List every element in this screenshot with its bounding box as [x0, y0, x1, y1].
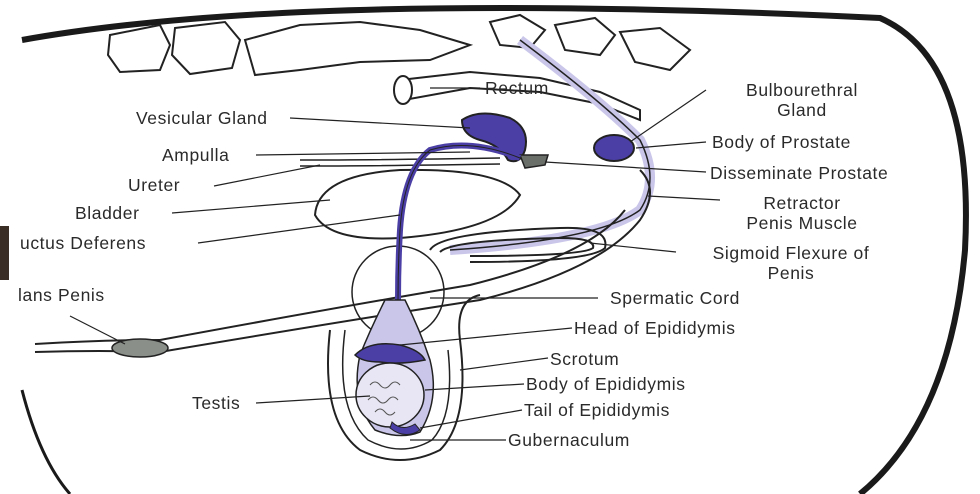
label-retractor-penis-muscle: Retractor Penis Muscle [722, 193, 882, 233]
oval-frame-left [20, 389, 72, 494]
label-bladder: Bladder [75, 203, 140, 223]
label-sigmoid-line1: Sigmoid Flexure of [712, 243, 870, 263]
oval-frame [21, 4, 969, 494]
label-tail-of-epididymis: Tail of Epididymis [524, 400, 670, 420]
prostate [518, 154, 550, 169]
label-retractor-line1: Retractor [763, 193, 841, 213]
label-glans-penis: lans Penis [18, 285, 105, 305]
label-vesicular-gland: Vesicular Gland [136, 108, 268, 128]
glans-penis [111, 338, 169, 358]
label-body-of-prostate: Body of Prostate [712, 132, 851, 152]
testis [355, 362, 425, 428]
testis-texture [367, 381, 401, 416]
vertebrae [106, 13, 692, 77]
label-ampulla: Ampulla [162, 145, 230, 165]
sigmoid-flexure [429, 226, 607, 263]
label-body-of-epididymis: Body of Epididymis [526, 374, 686, 394]
label-spermatic-cord: Spermatic Cord [610, 288, 740, 308]
label-ureter: Ureter [128, 175, 181, 195]
bladder [313, 168, 522, 240]
label-sigmoid-line2: Penis [767, 263, 815, 283]
label-sigmoid-flexure: Sigmoid Flexure of Penis [682, 243, 900, 283]
ureter [299, 157, 501, 167]
label-disseminate-prostate: Disseminate Prostate [710, 163, 889, 183]
label-gubernaculum: Gubernaculum [508, 430, 630, 450]
label-bulbourethral-gland: Bulbourethral Gland [722, 80, 882, 120]
rectum [393, 70, 641, 122]
label-ductus-deferens: uctus Deferens [20, 233, 147, 253]
label-head-of-epididymis: Head of Epididymis [574, 318, 736, 338]
label-rectum: Rectum [485, 78, 549, 98]
label-bulbourethral-line2: Gland [777, 100, 827, 120]
leader-lines [69, 87, 721, 441]
label-retractor-line2: Penis Muscle [746, 213, 858, 233]
label-testis: Testis [192, 393, 241, 413]
epididymis-tail [389, 421, 421, 435]
bulbourethral-gland [593, 134, 635, 162]
label-bulbourethral-line1: Bulbourethral [746, 80, 858, 100]
scrotum [327, 294, 481, 461]
epididymis-head [353, 343, 427, 364]
label-scrotum: Scrotum [550, 349, 620, 369]
side-tab-marker [0, 226, 9, 280]
